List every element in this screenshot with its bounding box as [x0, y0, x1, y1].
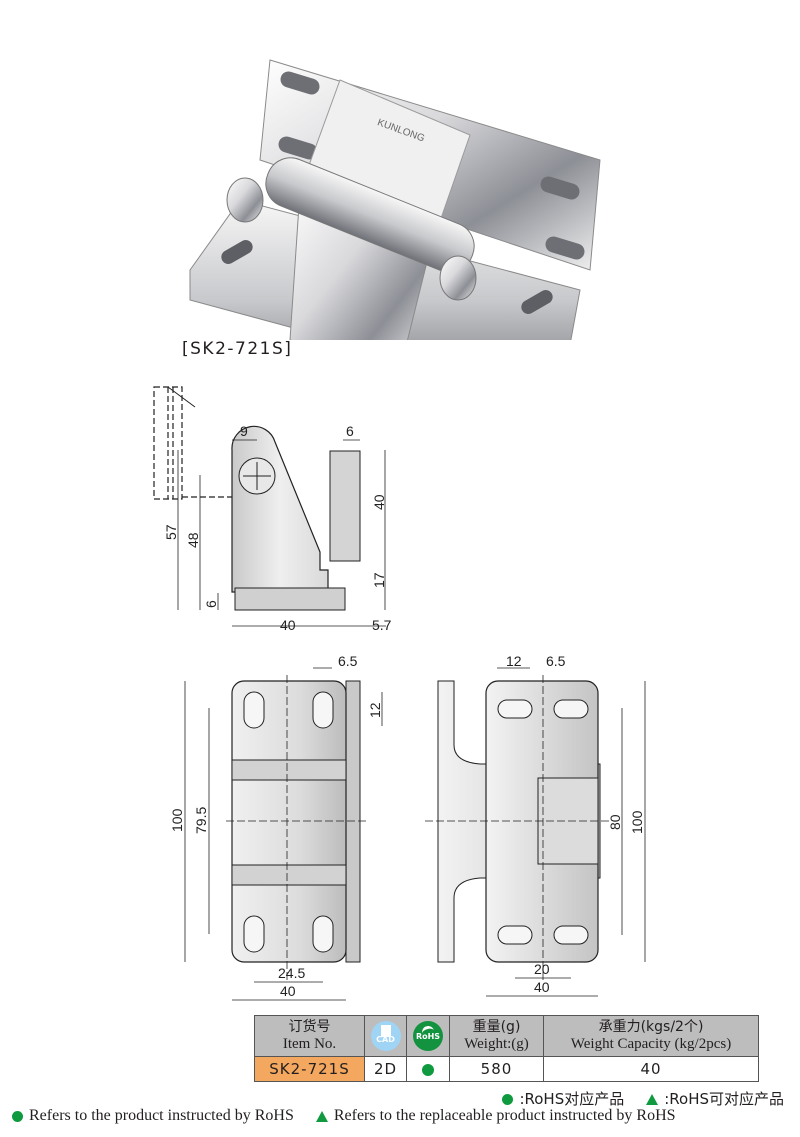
header-cad: CAD	[364, 1015, 407, 1057]
dim-rear-80: 80	[607, 814, 623, 830]
side-view-drawing: 9 6 40 17 57 48 6 40 5.7	[153, 386, 392, 633]
dim-rear-12: 12	[506, 653, 522, 669]
rohs-dot-icon	[422, 1063, 434, 1076]
header-weight: 重量(g) Weight:(g)	[449, 1015, 544, 1057]
dim-side-40-right: 40	[371, 494, 387, 510]
cad-icon: CAD	[370, 1021, 401, 1051]
spec-header-row: 订货号 Item No. CAD RoHS 重量(g) Weight:(g) 承…	[254, 1015, 759, 1057]
dim-front-24-5: 24.5	[278, 965, 305, 981]
model-label: [SK2-721S]	[182, 339, 293, 359]
dim-front-100: 100	[169, 808, 185, 832]
cell-capacity: 40	[543, 1056, 759, 1082]
green-circle-icon	[12, 1110, 23, 1122]
header-rohs: RoHS	[406, 1015, 450, 1057]
rear-view-drawing: 12 6.5 80 100 20 40	[425, 653, 646, 997]
spec-table: 订货号 Item No. CAD RoHS 重量(g) Weight:(g) 承…	[254, 1015, 759, 1082]
cell-rohs	[406, 1056, 450, 1082]
dim-front-6-5: 6.5	[338, 653, 358, 669]
header-capacity: 承重力(kgs/2个) Weight Capacity (kg/2pcs)	[543, 1015, 759, 1057]
dim-side-6-base: 6	[203, 600, 219, 608]
cell-weight: 580	[449, 1056, 544, 1082]
dim-rear-40: 40	[534, 979, 550, 995]
dim-side-40-bottom: 40	[280, 617, 296, 633]
dim-rear-6-5: 6.5	[546, 653, 566, 669]
dim-rear-20: 20	[534, 961, 550, 977]
dim-side-9: 9	[240, 423, 248, 439]
dim-front-79-5: 79.5	[193, 807, 209, 834]
rohs-icon: RoHS	[413, 1021, 443, 1051]
dim-side-17: 17	[371, 572, 387, 588]
dim-front-12: 12	[367, 702, 383, 718]
dim-side-57: 57	[163, 524, 179, 540]
dim-rear-100: 100	[629, 810, 645, 834]
dim-side-6-top: 6	[346, 423, 354, 439]
dim-front-40: 40	[280, 983, 296, 999]
header-item-no: 订货号 Item No.	[254, 1015, 365, 1057]
cell-item-no: SK2-721S	[254, 1056, 365, 1082]
legend-cn: :RoHS对应产品:RoHS可对应产品	[502, 1088, 784, 1109]
product-photo: KUNLONG	[189, 59, 601, 340]
front-view-drawing: 6.5 12 100 79.5 24.5 40	[169, 653, 383, 1001]
table-row: SK2-721S 2D 580 40	[254, 1056, 759, 1082]
dim-side-48: 48	[185, 532, 201, 548]
green-triangle-icon	[646, 1094, 659, 1105]
green-circle-icon	[502, 1094, 514, 1105]
legend-en: Refers to the product instructed by RoHS…	[12, 1107, 676, 1125]
green-triangle-icon	[315, 1110, 328, 1122]
dim-side-5-7: 5.7	[372, 617, 392, 633]
cell-cad: 2D	[364, 1056, 407, 1082]
